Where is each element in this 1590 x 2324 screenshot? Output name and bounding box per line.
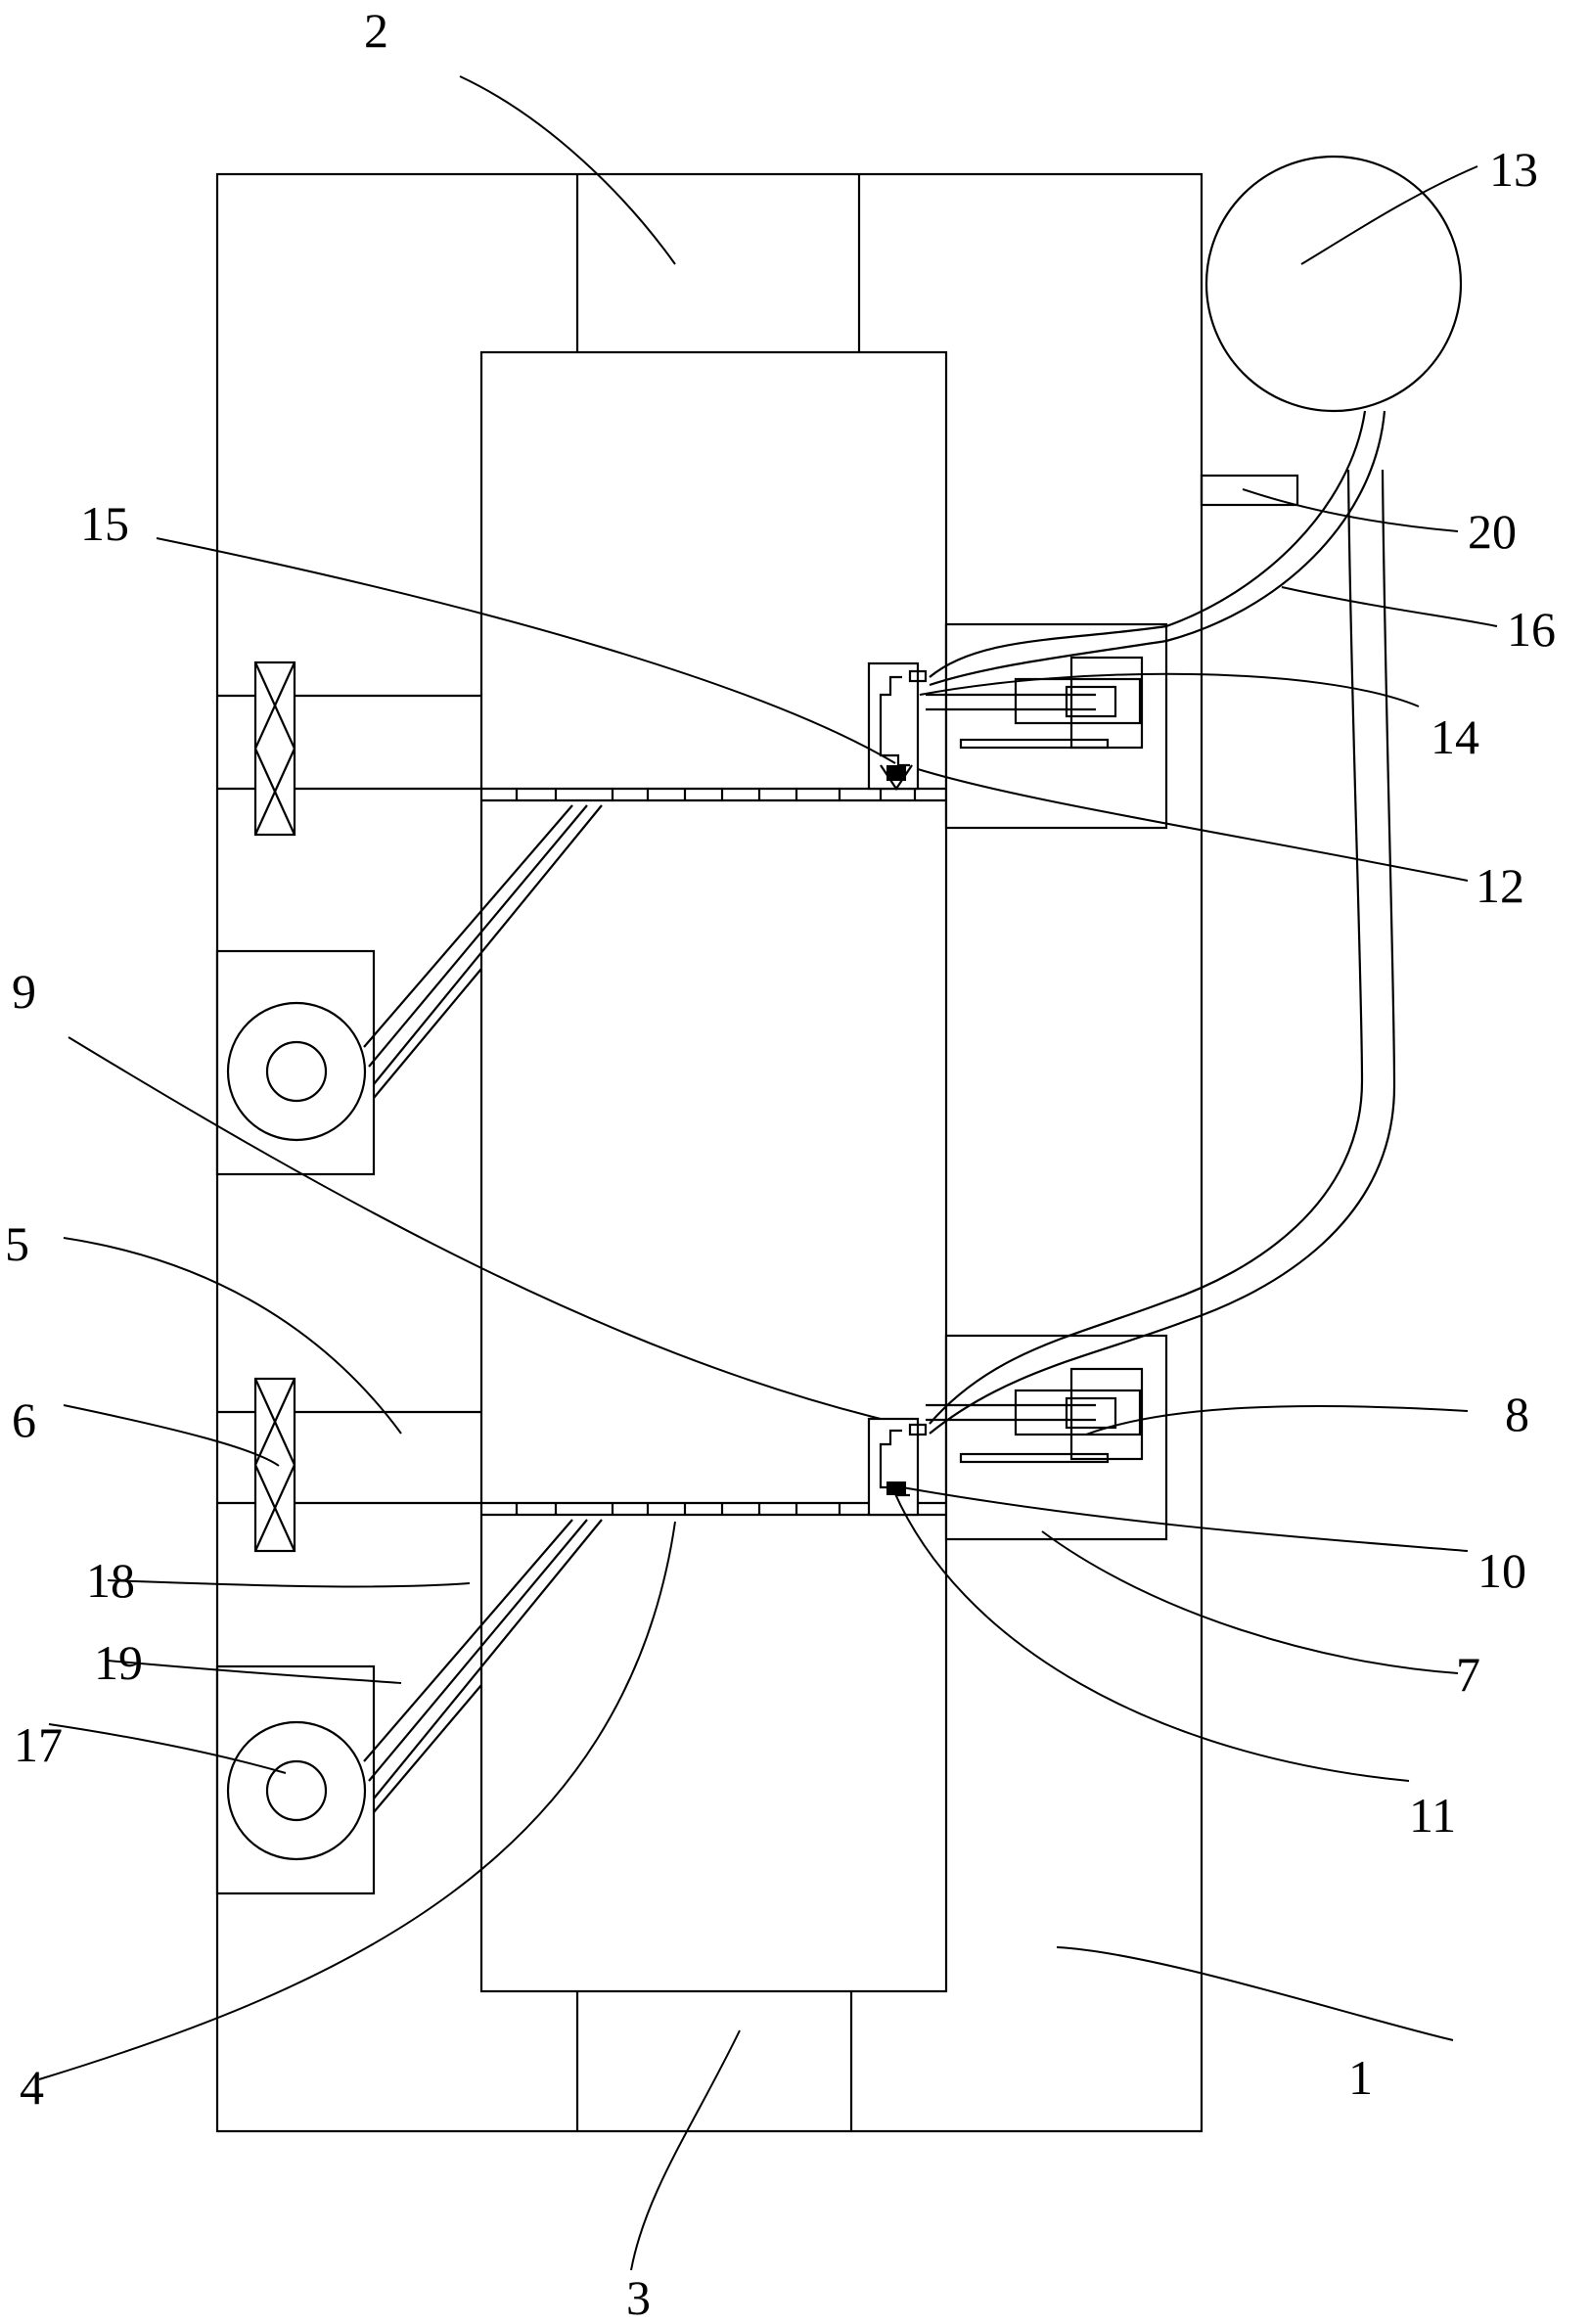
- label-7: 7: [1456, 1647, 1480, 1702]
- top-neck: [575, 174, 861, 352]
- upper-partition: [217, 787, 946, 802]
- central-column: [479, 350, 948, 1993]
- upper-belts: [363, 804, 603, 1099]
- tank-support: [1200, 474, 1299, 507]
- upper-valve: [253, 661, 296, 837]
- label-2: 2: [364, 3, 388, 58]
- upper-bracket: [867, 661, 928, 791]
- label-8: 8: [1505, 1387, 1529, 1441]
- reference-numerals: 1 2 3 4 5 6 7 8 9 10 11 12 13 14 15 16 1…: [5, 3, 1556, 2324]
- lower-motor: [215, 1664, 376, 1895]
- label-20: 20: [1468, 504, 1517, 559]
- tank: [1204, 155, 1463, 413]
- label-3: 3: [626, 2270, 651, 2324]
- lower-partition: [217, 1501, 946, 1517]
- upper-housing: [926, 622, 1168, 830]
- lower-bracket: [867, 1417, 928, 1517]
- leader-lines: [38, 75, 1498, 2271]
- label-18: 18: [86, 1553, 135, 1608]
- upper-hose: [929, 410, 1386, 687]
- label-5: 5: [5, 1216, 29, 1271]
- label-14: 14: [1431, 709, 1479, 764]
- upper-motor: [215, 949, 376, 1176]
- lower-belts: [363, 1519, 603, 1813]
- label-17: 17: [14, 1717, 63, 1772]
- lower-valve: [253, 1377, 296, 1553]
- label-12: 12: [1476, 858, 1524, 913]
- lower-housing: [926, 1334, 1168, 1541]
- label-19: 19: [94, 1635, 143, 1690]
- label-11: 11: [1409, 1788, 1456, 1843]
- label-13: 13: [1489, 142, 1538, 197]
- bottom-neck: [575, 1991, 853, 2131]
- label-4: 4: [20, 2060, 44, 2115]
- label-10: 10: [1477, 1543, 1526, 1598]
- label-16: 16: [1507, 602, 1556, 657]
- label-9: 9: [12, 964, 36, 1019]
- label-1: 1: [1348, 2050, 1373, 2105]
- label-15: 15: [80, 496, 129, 551]
- lower-hose: [929, 469, 1396, 1435]
- label-6: 6: [12, 1392, 36, 1447]
